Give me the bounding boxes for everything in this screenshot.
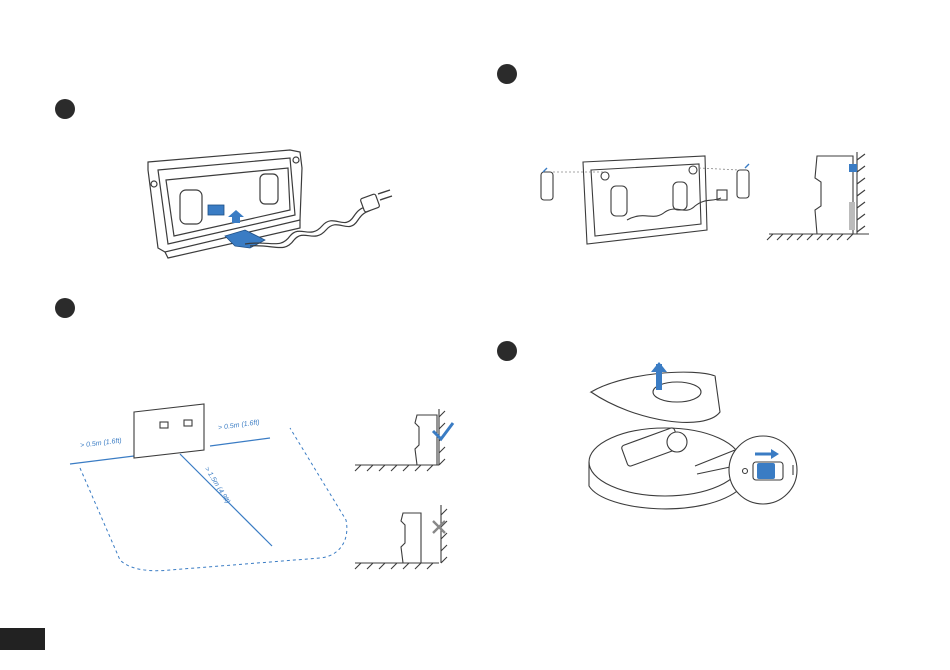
placement-example-incorrect — [355, 505, 465, 571]
step-2-illustration — [535, 150, 875, 250]
step-4-illustration — [585, 362, 825, 532]
step-1-marker — [55, 99, 75, 119]
step-3-marker — [55, 298, 75, 318]
placement-example-correct — [355, 405, 465, 471]
step-1-illustration — [140, 140, 400, 260]
page-edge-tab — [0, 628, 45, 650]
step-4-marker — [497, 341, 517, 361]
step-2-marker — [497, 64, 517, 84]
step-3-clearance-diagram — [60, 400, 360, 580]
